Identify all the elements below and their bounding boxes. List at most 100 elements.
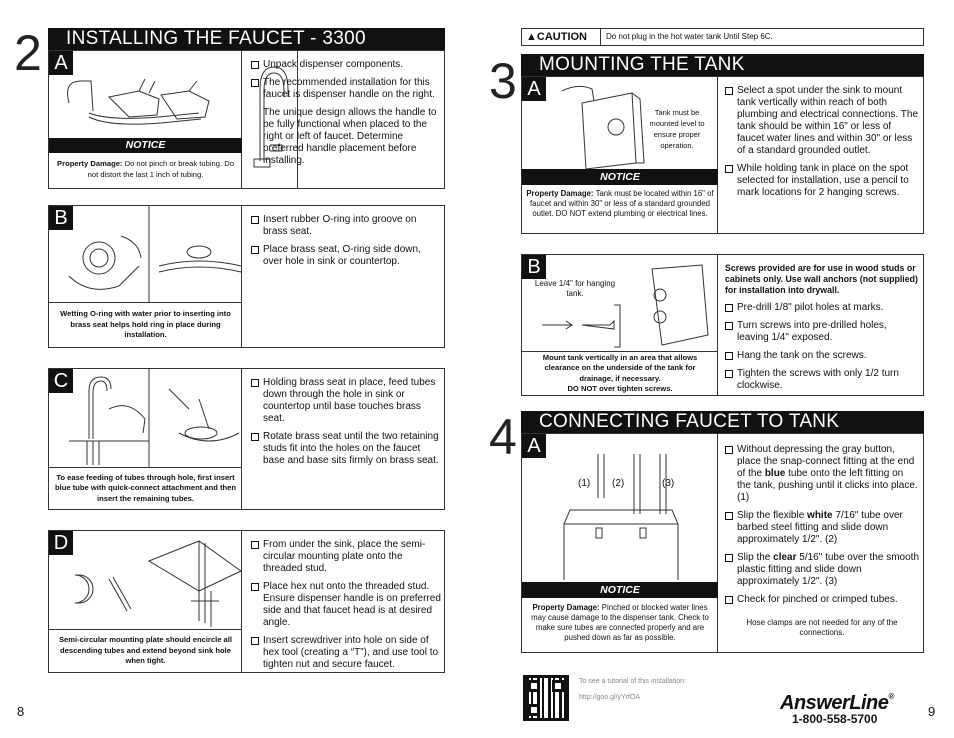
checkbox-icon[interactable] [725,87,733,95]
caution-text: Do not plug in the hot water tank Until … [606,32,773,41]
card-2b-image: Wetting O-ring with water prior to inser… [49,206,242,347]
card-3a-caption: Property Damage: Tank must be located wi… [526,189,714,218]
checklist-item[interactable]: Select a spot under the sink to mount ta… [725,85,919,157]
checkbox-icon[interactable] [725,352,733,360]
card-2c-caption: To ease feeding of tubes through hole, f… [49,467,242,509]
checkbox-icon[interactable] [251,79,259,87]
checklist-item[interactable]: Rotate brass seat until the two retainin… [251,431,441,467]
screw-wall-illustration [542,264,709,348]
tank-level-note: Tank must be mounted level to ensure pro… [649,108,705,150]
card-3a-steps: Select a spot under the sink to mount ta… [725,85,919,205]
checklist-item[interactable]: The recommended installation for this fa… [251,77,437,101]
card-2b-caption: Wetting O-ring with water prior to inser… [49,302,242,347]
placement-paragraph: The unique design allows the handle to b… [263,107,437,166]
card-2d: D Semi-circular mounting plate should en… [48,530,445,673]
hose-clamp-note: Hose clamps are not needed for any of th… [746,618,898,637]
card-3b-steps: Screws provided are for use in wood stud… [725,263,921,398]
screws-intro: Screws provided are for use in wood stud… [725,263,918,295]
checkbox-icon[interactable] [251,216,259,224]
checkbox-icon[interactable] [251,379,259,387]
card-letter: C [49,369,73,393]
notice-bar: NOTICE [522,169,718,185]
card-letter: B [522,255,546,279]
card-2d-image: Semi-circular mounting plate should enci… [49,531,242,672]
card-2c-steps: Holding brass seat in place, feed tubes … [251,377,441,473]
checklist-item[interactable]: Hang the tank on the screws. [725,350,921,362]
checkbox-icon[interactable] [725,596,733,604]
checklist-item[interactable]: Pre-drill 1/8" pilot holes at marks. [725,302,921,314]
checkbox-icon[interactable] [725,512,733,520]
caution-box: ▲CAUTION Do not plug in the hot water ta… [521,28,924,46]
card-2c: C To ease feeding of tubes through hole,… [48,368,445,510]
card-2a-image: NOTICE Property Damage: Do not pinch or … [49,51,242,188]
card-2a-steps: Unpack dispenser components. The recomme… [251,59,437,173]
checkbox-icon[interactable] [725,322,733,330]
checklist-item[interactable]: Insert rubber O-ring into groove on bras… [251,214,439,238]
checkbox-icon[interactable] [251,61,259,69]
support-phone: 1-800-558-5700 [792,712,878,726]
checkbox-icon[interactable] [725,370,733,378]
checkbox-icon[interactable] [725,554,733,562]
warning-triangle-icon: ▲ [526,31,537,43]
card-3b: B Leave 1/4" for hanging tank. Mount tan… [521,254,924,396]
checklist-item[interactable]: While holding tank in place on the spot … [725,163,919,199]
section-number-3: 3 [489,53,517,109]
checklist-item[interactable]: Place brass seat, O-ring side down, over… [251,244,439,268]
section-number-2: 2 [14,25,42,81]
tutorial-link[interactable]: http://goo.gl/yYrfOA [579,694,641,701]
notice-bar: NOTICE [522,582,718,598]
card-2c-image: To ease feeding of tubes through hole, f… [49,369,242,509]
checklist-item[interactable]: Slip the flexible white 7/16" tube over … [725,510,919,546]
section-number-4: 4 [489,409,517,465]
checkbox-icon[interactable] [251,637,259,645]
card-2a: A NOTICE Property Damage: Do not pinch o… [48,50,445,189]
answerline-logo: AnswerLine® [780,692,894,714]
tank-connections-illustration [563,454,679,580]
checkbox-icon[interactable] [251,246,259,254]
oring-illustration [68,206,242,302]
card-letter: A [522,77,546,101]
checklist-item[interactable]: Check for pinched or crimped tubes. [725,594,919,606]
caution-label: ▲CAUTION [522,29,601,45]
checkbox-icon[interactable] [725,165,733,173]
card-2b: B Wetting O-ring with water prior to ins… [48,205,445,348]
card-letter: A [49,51,73,75]
faucet-illustration [253,66,289,168]
checklist-item[interactable]: Place hex nut onto the threaded stud. En… [251,581,441,629]
hands-tubing-illustration [67,78,210,125]
card-4a-steps: Without depressing the gray button, plac… [725,444,919,638]
checklist-item[interactable]: Tighten the screws with only 1/2 turn cl… [725,368,921,392]
checklist-item[interactable]: Unpack dispenser components. [251,59,437,71]
section-title-connecting: CONNECTING FAUCET TO TANK [521,411,924,434]
card-4a-caption: Property Damage: Pinched or blocked wate… [531,603,709,642]
tutorial-text: To see a tutorial of this installation: [579,678,687,685]
card-4a-image: (1) (2) (3) NOTICE Property Damage: Pinc… [522,434,718,652]
notice-bar: NOTICE [49,138,242,153]
callout-2: (2) [612,478,625,489]
mounting-plate-illustration [74,540,242,627]
card-letter: A [522,434,546,458]
card-3b-image: Leave 1/4" for hanging tank. Mount tank … [522,255,718,395]
hanging-gap-note: Leave 1/4" for hanging tank. [534,279,616,298]
checklist-item[interactable]: Slip the clear 5/16" tube over the smoot… [725,552,919,588]
callout-3: (3) [662,478,675,489]
checklist-item[interactable]: Holding brass seat in place, feed tubes … [251,377,441,425]
card-2a-caption: Property Damage: Do not pinch or break t… [57,159,234,179]
card-3a-image: Tank must be mounted level to ensure pro… [522,77,718,233]
qr-code[interactable] [523,675,569,721]
feed-tubes-illustration [69,369,240,467]
checklist-item[interactable]: From under the sink, place the semi-circ… [251,539,441,575]
checkbox-icon[interactable] [725,446,733,454]
checkbox-icon[interactable] [251,541,259,549]
checkbox-icon[interactable] [251,433,259,441]
section-title-mounting: MOUNTING THE TANK [521,54,924,77]
checklist-item[interactable]: Turn screws into pre-drilled holes, leav… [725,320,921,344]
card-2b-steps: Insert rubber O-ring into groove on bras… [251,214,439,274]
checkbox-icon[interactable] [725,304,733,312]
checkbox-icon[interactable] [251,583,259,591]
card-2d-steps: From under the sink, place the semi-circ… [251,539,441,677]
card-letter: B [49,206,73,230]
callout-1: (1) [578,478,591,489]
checklist-item[interactable]: Insert screwdriver into hole on side of … [251,635,441,671]
checklist-item[interactable]: Without depressing the gray button, plac… [725,444,919,504]
